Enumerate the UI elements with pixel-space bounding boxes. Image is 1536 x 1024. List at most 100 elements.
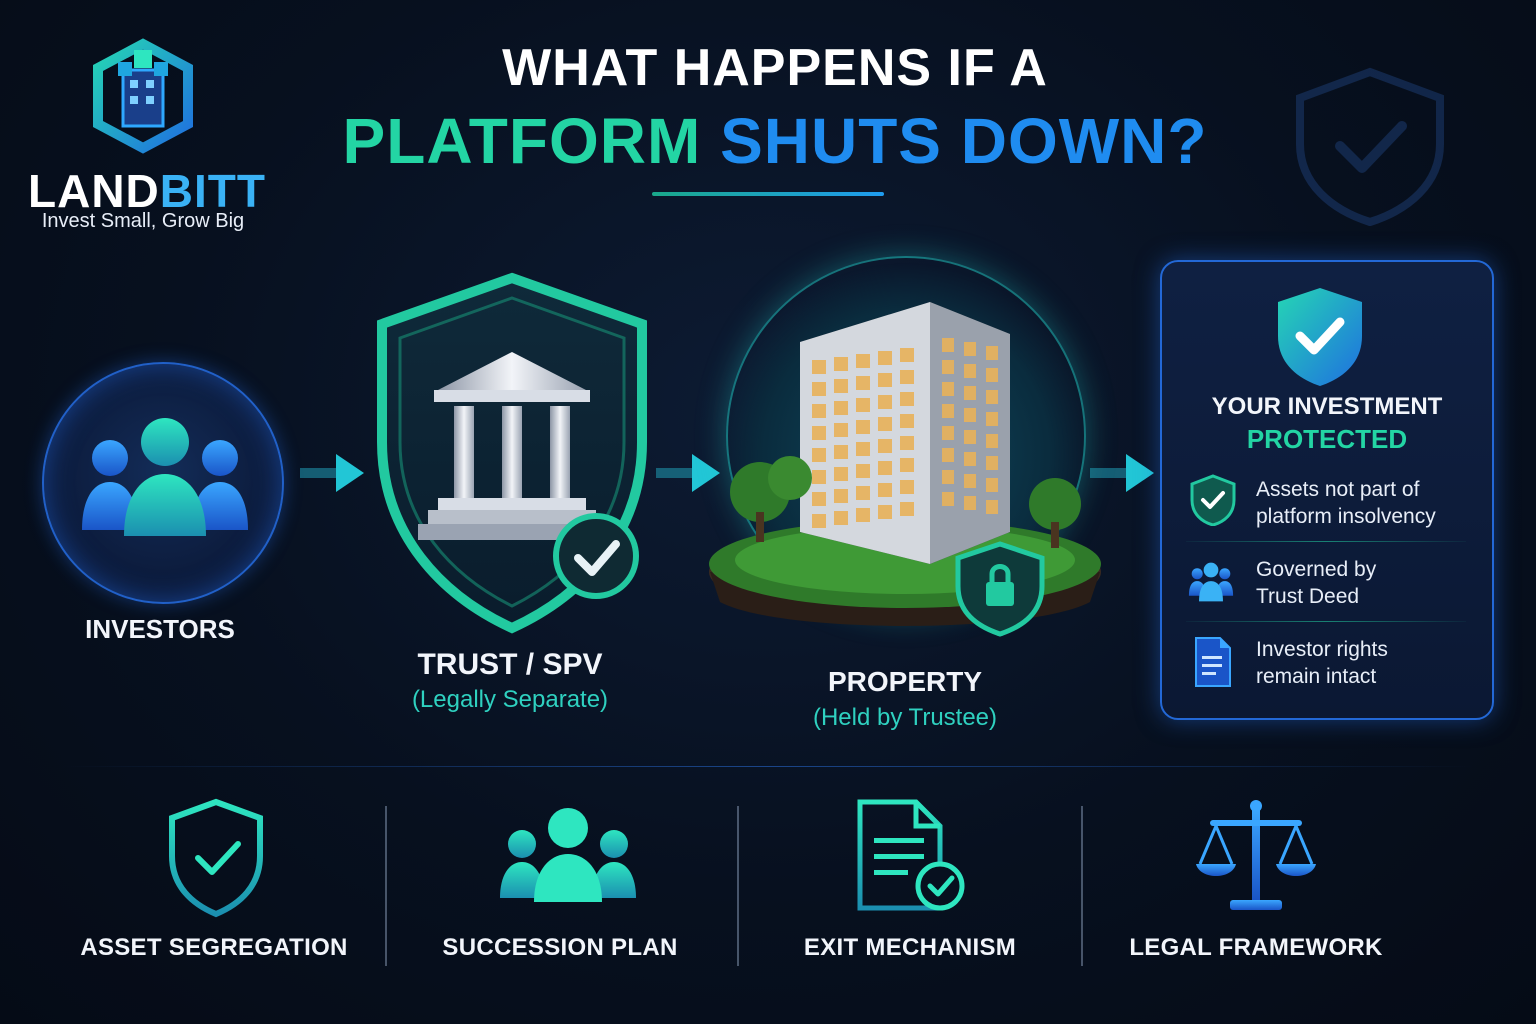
title-shuts-down: SHUTS DOWN? (720, 105, 1208, 177)
window (812, 404, 826, 418)
property-sublabel: (Held by Trustee) (812, 704, 998, 731)
shield-check-icon (169, 798, 263, 918)
window (942, 338, 954, 352)
window (878, 417, 892, 431)
title-platform: PLATFORM (342, 105, 702, 177)
people-icon (1188, 562, 1234, 602)
window (856, 464, 870, 478)
brand-name: LANDBITT (28, 165, 266, 217)
window (878, 505, 892, 519)
window (834, 357, 848, 371)
window (900, 414, 914, 428)
people-icon (500, 808, 636, 902)
window (834, 445, 848, 459)
property-label: PROPERTY (827, 666, 983, 697)
window (964, 496, 976, 510)
window (942, 382, 954, 396)
flow-arrow-icon (300, 454, 364, 492)
window (834, 511, 848, 525)
pillar-label: SUCCESSION PLAN (442, 934, 678, 961)
window (856, 354, 870, 368)
window (900, 392, 914, 406)
card-heading: YOUR INVESTMENT (1211, 393, 1443, 420)
window (812, 360, 826, 374)
brand-tagline: Invest Small, Grow Big (41, 210, 245, 232)
window (900, 502, 914, 516)
card-heading-protected: PROTECTED (1246, 424, 1408, 454)
window (942, 404, 954, 418)
window (964, 452, 976, 466)
page-title-line1: WHAT HAPPENS IF A (502, 39, 1048, 97)
scales-icon (1196, 800, 1316, 910)
investors-people-icon (82, 418, 248, 536)
window (878, 351, 892, 365)
window (964, 386, 976, 400)
window (986, 456, 998, 470)
pillar-divider (385, 806, 387, 966)
feature-divider (1186, 541, 1466, 542)
window (986, 390, 998, 404)
document-icon (1195, 637, 1231, 687)
window (856, 508, 870, 522)
window (964, 342, 976, 356)
window (856, 486, 870, 500)
window (834, 489, 848, 503)
window (986, 368, 998, 382)
flow-arrow-icon (656, 454, 720, 492)
window (878, 395, 892, 409)
window (942, 470, 954, 484)
window (964, 474, 976, 488)
window (878, 373, 892, 387)
document-check-icon (857, 799, 965, 911)
shield-check-icon (1190, 474, 1236, 526)
property-lock-badge-icon (955, 541, 1045, 637)
property-building-icon (709, 302, 1101, 637)
window (812, 426, 826, 440)
window (964, 364, 976, 378)
pillar-label: ASSET SEGREGATION (80, 934, 348, 961)
window (856, 420, 870, 434)
background-shield-icon (1296, 67, 1444, 226)
flow-arrow-icon (1090, 454, 1154, 492)
window (812, 382, 826, 396)
window (900, 348, 914, 362)
window (834, 401, 848, 415)
window (856, 442, 870, 456)
window (942, 426, 954, 440)
building-cube-icon (93, 38, 193, 154)
window (856, 376, 870, 390)
window (900, 480, 914, 494)
window (878, 483, 892, 497)
investors-label: INVESTORS (85, 614, 235, 644)
trust-check-badge-icon (553, 513, 639, 599)
window (942, 360, 954, 374)
window (812, 470, 826, 484)
window (856, 398, 870, 412)
page-title-line2: PLATFORM SHUTS DOWN? (340, 104, 1210, 178)
window (986, 434, 998, 448)
window (900, 436, 914, 450)
title-underline (652, 192, 884, 196)
window (812, 514, 826, 528)
pillar-divider (1081, 806, 1083, 966)
trust-shield-icon (377, 272, 647, 634)
window (900, 370, 914, 384)
shield-check-icon (1278, 288, 1362, 386)
window (878, 439, 892, 453)
window (986, 346, 998, 360)
pillar-label: LEGAL FRAMEWORK (1129, 934, 1383, 961)
window (986, 478, 998, 492)
trust-sublabel: (Legally Separate) (411, 686, 609, 713)
trust-label: TRUST / SPV (417, 648, 603, 681)
window (812, 448, 826, 462)
window (986, 412, 998, 426)
window (878, 461, 892, 475)
window (834, 423, 848, 437)
window (964, 408, 976, 422)
window (942, 492, 954, 506)
feature-divider (1186, 621, 1466, 622)
window (942, 448, 954, 462)
